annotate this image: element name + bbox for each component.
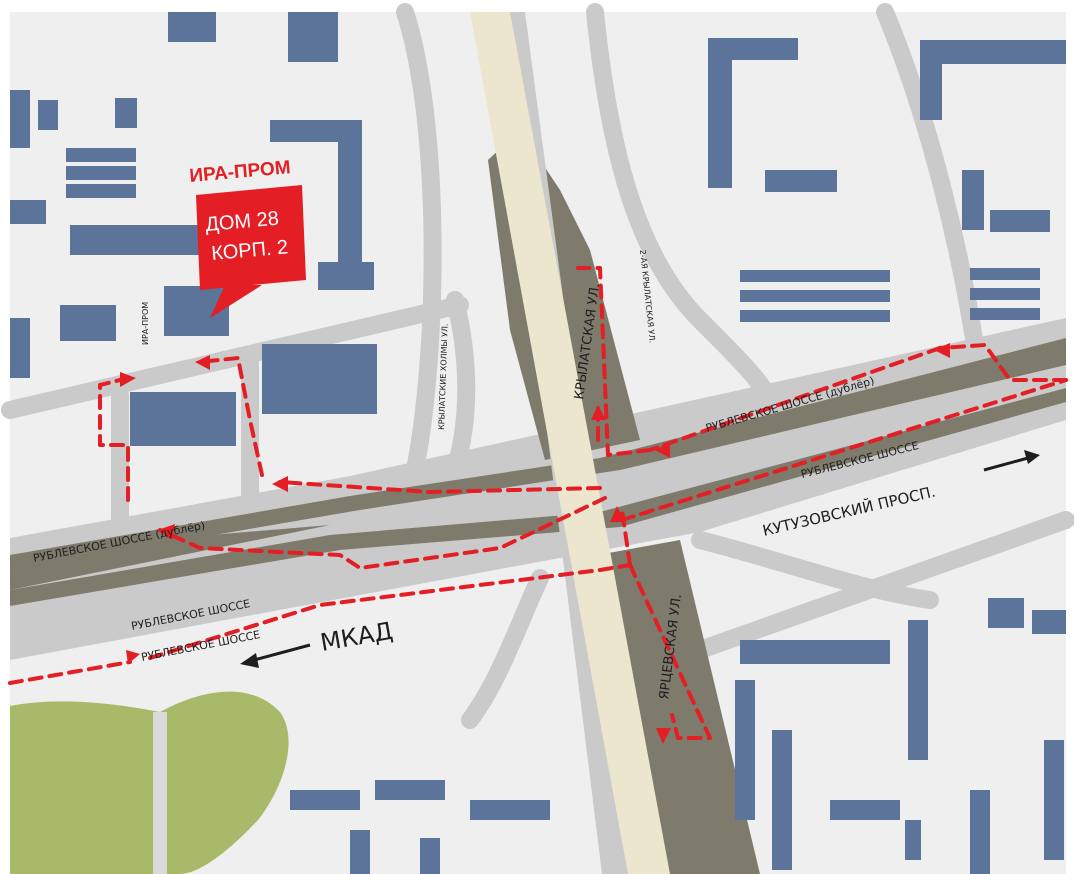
buildings [10, 12, 1066, 874]
building [290, 790, 360, 810]
building [262, 344, 377, 414]
road-kutuzovsky-branch [691, 531, 939, 609]
building [10, 200, 46, 224]
route-arrow-icon [656, 728, 671, 744]
building [740, 270, 890, 282]
building [375, 780, 445, 800]
building [10, 318, 30, 378]
route-segment [938, 343, 1068, 382]
route-segment [8, 660, 132, 685]
building [970, 268, 1040, 280]
park-area [10, 691, 289, 874]
building [66, 166, 136, 180]
building [288, 12, 338, 62]
route-arrow-icon [195, 355, 210, 370]
route-segment [620, 378, 1068, 522]
building [708, 38, 732, 188]
building [920, 40, 942, 120]
building [765, 170, 837, 192]
route-segment [648, 346, 942, 452]
building [350, 830, 370, 874]
building [740, 290, 890, 302]
route-arrow-icon [126, 650, 140, 664]
building [115, 98, 137, 128]
building [970, 790, 990, 874]
building [735, 680, 755, 820]
building [318, 262, 374, 290]
building [970, 288, 1040, 300]
route-arrow-icon [120, 372, 136, 387]
route-arrows [120, 343, 950, 744]
building [270, 120, 340, 142]
building [70, 225, 200, 255]
route-arrow-icon [655, 442, 670, 458]
road-east-vertical [876, 3, 984, 354]
route [8, 266, 1068, 740]
building [990, 210, 1050, 232]
building [740, 310, 890, 322]
building [470, 800, 550, 820]
highway-median-north [10, 338, 1066, 570]
arrow-right-icon [983, 450, 1040, 472]
route-segment [576, 266, 652, 457]
highway-median-west [10, 525, 330, 590]
road-south-branch [461, 569, 549, 729]
route-segment [158, 496, 607, 570]
route-arrow-icon [591, 405, 606, 420]
label-krylatskie-kholmy: КРЫЛАТСКИЕ ХОЛМЫ УЛ. [437, 323, 450, 430]
building [66, 184, 136, 198]
building [1032, 610, 1066, 634]
building [988, 598, 1024, 628]
route-arrow-icon [158, 524, 175, 540]
route-arrow-icon [934, 343, 950, 358]
arrow-left-icon [240, 643, 311, 668]
building [38, 100, 58, 130]
route-segment [148, 563, 632, 660]
building [740, 640, 890, 664]
minor-roads [1, 3, 1074, 729]
building [338, 120, 362, 290]
building [905, 820, 921, 860]
building [130, 392, 236, 446]
building [66, 148, 136, 162]
building [970, 308, 1040, 320]
route-arrow-icon [610, 506, 625, 522]
building [920, 40, 1066, 64]
building [962, 170, 984, 230]
building [420, 838, 440, 874]
road-north-arc [396, 3, 442, 479]
building [1044, 740, 1064, 860]
building [908, 620, 928, 760]
route-segment [98, 376, 130, 502]
route-arrow-icon [272, 476, 288, 492]
building [60, 305, 116, 341]
road-second-krylatskaya [586, 3, 779, 409]
road-krylatskie-kholmy [446, 291, 476, 479]
building [10, 90, 30, 148]
building [168, 12, 216, 42]
building [772, 730, 792, 870]
route-segment [198, 356, 264, 477]
main-avenue [470, 12, 670, 874]
label-ira-prom-lane: ИРА-ПРОМ [141, 302, 150, 345]
route-segment [278, 480, 602, 494]
callout-box [196, 185, 306, 290]
building [830, 800, 900, 820]
callout-pointer-icon [210, 285, 262, 318]
direction-arrows [240, 450, 1040, 668]
route-segment [628, 563, 712, 740]
